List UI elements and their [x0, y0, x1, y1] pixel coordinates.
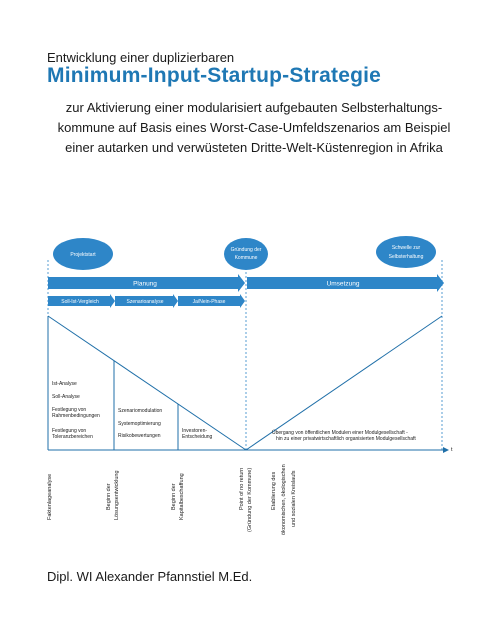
vertical-label: Point of no return	[239, 468, 245, 510]
vertical-label: Faktenlageanalyse	[47, 474, 53, 520]
sub-arrow-soll-ist: Soll-Ist-Vergleich	[48, 294, 115, 308]
sub-arrow-label: Ja/Nein-Phase	[193, 299, 226, 305]
vertical-label-faktenlage: Faktenlageanalyse	[47, 474, 53, 520]
sub-arrow-szenario: Szenarioanalyse	[115, 294, 178, 308]
vertical-label: Beginn der	[106, 483, 112, 510]
vertical-label-point-of-no-return: Point of no return (Gründung der Kommune…	[239, 468, 253, 532]
box-item: Entscheidung	[182, 434, 213, 440]
decline-line	[47, 315, 247, 451]
main-title: Minimum-Input-Startup-Strategie	[47, 64, 382, 87]
vertical-label: Etablierung des	[271, 472, 277, 510]
vertical-label: ökonomischen, ökologischen	[281, 464, 287, 535]
milestone-projektstart: Projektstart	[53, 238, 113, 270]
vertical-label: Lösungsentwicklung	[114, 470, 120, 520]
author-line: Dipl. WI Alexander Pfannstiel M.Ed.	[47, 569, 253, 584]
phase-arrow-planung: Planung	[48, 274, 245, 292]
box-item: Rahmenbedingungen	[52, 413, 100, 419]
milestone-label: Selbsterhaltung	[389, 254, 424, 260]
box-3-items: Investoren- Entscheidung	[182, 428, 213, 440]
milestone-label: Kommune	[235, 255, 258, 261]
pre-title: Entwicklung einer duplizierbaren	[47, 50, 235, 65]
sub-arrow-label: Soll-Ist-Vergleich	[61, 299, 99, 305]
subtitle-line-3: einer autarken und verwüsteten Dritte-We…	[65, 140, 443, 155]
vertical-label: (Gründung der Kommune)	[247, 468, 253, 532]
milestone-label: Gründung der	[231, 247, 262, 253]
sub-arrow-label: Szenarioanalyse	[127, 299, 164, 305]
vertical-label-kapital: Beginn der Kapitalbeschaffung	[171, 473, 185, 520]
milestone-selbsterhaltung: Schwelle zur Selbsterhaltung	[376, 236, 436, 268]
sub-arrow-ja-nein: Ja/Nein-Phase	[178, 294, 245, 308]
box-item: Ist-Analyse	[52, 381, 77, 387]
axis-label-t: t	[451, 447, 453, 453]
box-item: Systemoptimierung	[118, 421, 161, 427]
vertical-label: Beginn der	[171, 483, 177, 510]
subtitle-line-2: kommune auf Basis eines Worst-Case-Umfel…	[57, 120, 451, 135]
milestone-gruendung: Gründung der Kommune	[224, 238, 268, 270]
phase-label: Umsetzung	[327, 281, 360, 288]
vertical-label: und sozialen Kreislaufs	[291, 470, 297, 527]
vertical-label-etablierung: Etablierung des ökonomischen, ökologisch…	[271, 464, 297, 535]
phase-arrow-umsetzung: Umsetzung	[247, 274, 444, 292]
note-line: Übergang von öffentlichen Modulen einer …	[272, 429, 408, 436]
box-item: Soll-Analyse	[52, 394, 80, 400]
box-item: Festlegung von	[52, 407, 86, 413]
phase-label: Planung	[133, 281, 157, 288]
milestone-label: Schwelle zur	[392, 245, 421, 251]
box-item: Festlegung von	[52, 428, 86, 434]
rise-line	[245, 315, 443, 451]
vertical-label: Kapitalbeschaffung	[179, 473, 185, 520]
box-item: Szenariomodulation	[118, 408, 162, 414]
box-item: Toleranzbereichen	[52, 434, 93, 440]
vertical-label-loesung: Beginn der Lösungsentwicklung	[106, 470, 120, 520]
box-item: Risikobewertungen	[118, 433, 161, 439]
note-line: hin zu einer privatwirtschaftlich organi…	[276, 436, 416, 442]
box-item: Investoren-	[182, 428, 207, 434]
box-1-items: Ist-Analyse Soll-Analyse Festlegung von …	[52, 381, 100, 440]
box-2-items: Szenariomodulation Systemoptimierung Ris…	[118, 408, 162, 439]
subtitle-line-1: zur Aktivierung einer modularisiert aufg…	[65, 100, 443, 115]
transition-note: Übergang von öffentlichen Modulen einer …	[272, 429, 416, 442]
milestone-label: Projektstart	[70, 252, 96, 258]
